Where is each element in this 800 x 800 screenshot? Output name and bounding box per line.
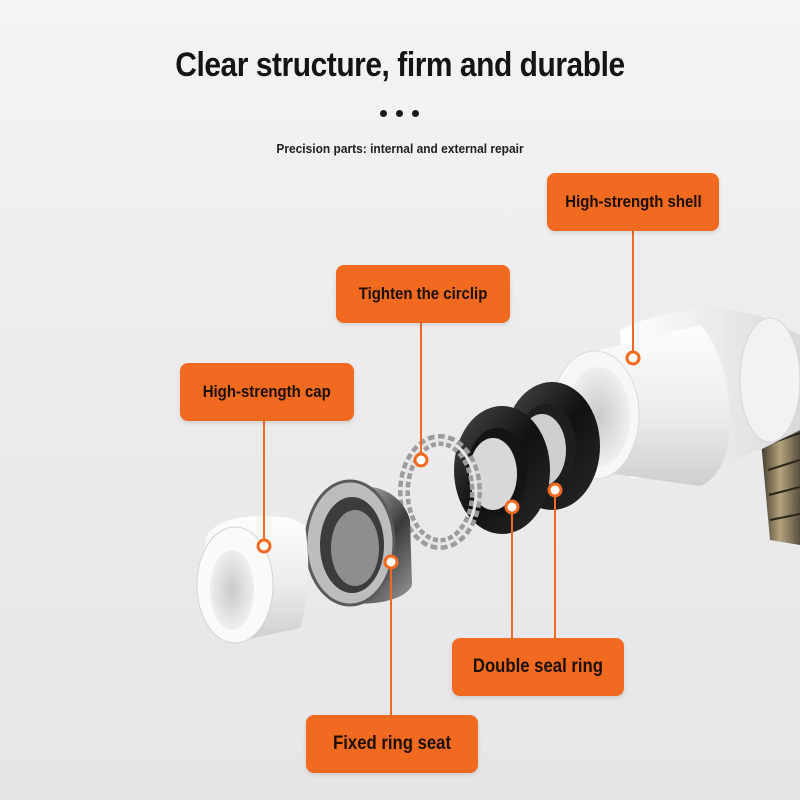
marker-shell xyxy=(625,350,641,366)
label-high-strength-cap: High-strength cap xyxy=(180,363,354,421)
label-text: Tighten the circlip xyxy=(358,284,488,303)
label-text: High-strength cap xyxy=(202,382,331,401)
label-high-strength-shell: High-strength shell xyxy=(547,173,719,231)
dot xyxy=(412,110,419,117)
marker-seat xyxy=(383,554,399,570)
page-title: Clear structure, firm and durable xyxy=(175,46,625,84)
label-text: Fixed ring seat xyxy=(332,733,452,754)
dot xyxy=(396,110,403,117)
circlip xyxy=(398,434,482,550)
label-text: Double seal ring xyxy=(472,656,604,677)
page-subtitle: Precision parts: internal and external r… xyxy=(276,141,524,156)
marker-cap xyxy=(256,538,272,554)
fixed-ring-seat xyxy=(304,479,412,607)
marker-circlip xyxy=(413,452,429,468)
label-text: High-strength shell xyxy=(564,192,702,211)
separator-dots xyxy=(380,110,420,120)
marker-seal-front xyxy=(504,499,520,515)
label-tighten-the-circlip: Tighten the circlip xyxy=(336,265,510,323)
marker-seal-back xyxy=(547,482,563,498)
label-fixed-ring-seat: Fixed ring seat xyxy=(306,715,478,773)
label-double-seal-ring: Double seal ring xyxy=(452,638,624,696)
dot xyxy=(380,110,387,117)
brass-thread xyxy=(760,415,800,545)
high-strength-cap xyxy=(196,516,309,644)
marker-dots xyxy=(256,350,641,570)
elbow-shell xyxy=(550,309,800,486)
leader-lines xyxy=(263,231,634,715)
